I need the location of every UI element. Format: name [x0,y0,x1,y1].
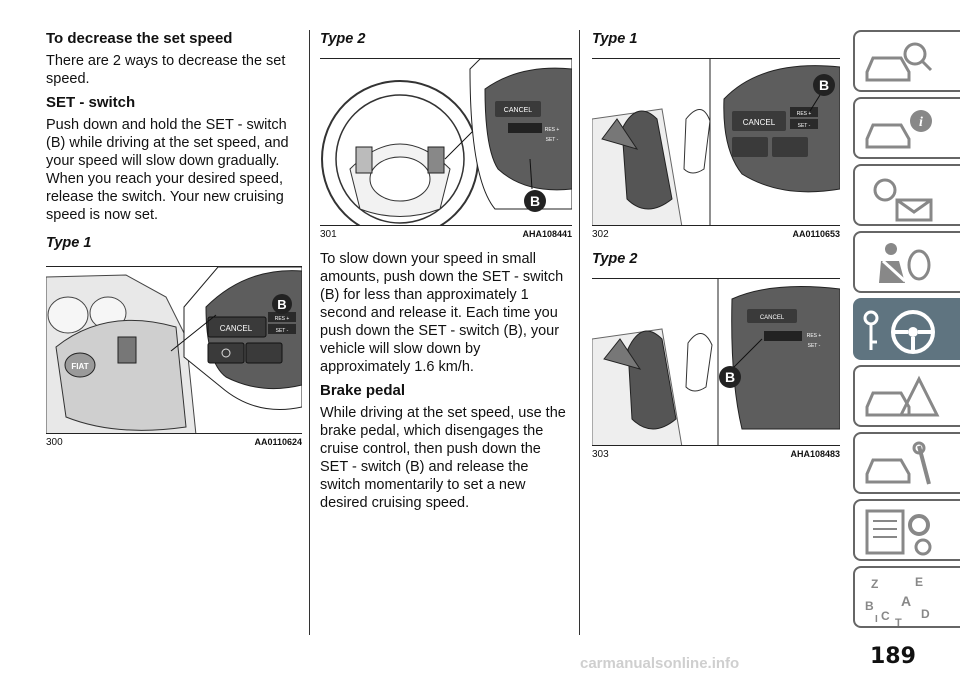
figure-300: FIAT CANCEL RES + SET - B [46,266,302,434]
column-divider-1 [309,30,310,635]
steering-wheel-illustration: CANCEL RES + SET - B [321,59,572,225]
res-label: RES + [545,127,560,133]
car-breakdown-warning-icon [865,375,940,417]
tab-warning-lights[interactable] [853,164,960,226]
brake-pedal-text: While driving at the set speed, use the … [320,405,566,511]
switch-lever-illustration: CANCEL RES + SET - B [592,279,840,445]
dashboard-illustration: FIAT CANCEL RES + SET - B [46,267,302,433]
badge-b: B [277,297,286,312]
subheading-set-switch: SET - switch [46,94,136,111]
car-info-icon: i [865,110,932,149]
type2-label: Type 2 [592,251,638,267]
svg-text:T: T [895,617,902,626]
section-heading: To decrease the set speed [46,30,233,47]
res-label: RES + [797,111,812,117]
set-label: SET - [546,137,559,143]
watermark: carmanualsonline.info [580,655,740,672]
svg-text:Z: Z [871,577,878,591]
svg-text:A: A [901,593,911,609]
cancel-label: CANCEL [743,118,776,127]
seatbelt-airbag-icon [879,243,931,283]
tab-safety[interactable] [853,231,960,293]
badge-b: B [819,77,829,93]
tab-index[interactable]: Z E A B C D T I [853,566,960,628]
set-label: SET - [798,123,811,129]
type2-label: Type 2 [320,31,366,47]
figure-303: CANCEL RES + SET - B [592,278,840,446]
svg-text:I: I [875,614,878,625]
type1-label: Type 1 [46,235,92,251]
warning-light-message-icon [873,178,933,222]
svg-text:E: E [915,575,923,589]
res-label: RES + [807,333,822,339]
svg-text:i: i [919,115,923,130]
type1-label: Type 1 [592,31,638,47]
page-number: 189 [870,644,916,669]
figure-301: CANCEL RES + SET - B [320,58,572,226]
set-switch-text: Push down and hold the SET - switch (B) … [46,117,289,223]
tab-emergency[interactable] [853,365,960,427]
column-1: To decrease the set speed There are 2 wa… [46,30,302,458]
tab-maintenance[interactable] [853,432,960,494]
small-decrease-text: To slow down your speed in small amounts… [320,251,564,375]
tab-starting-driving[interactable] [853,298,960,360]
intro-text: There are 2 ways to decrease the set spe… [46,53,286,87]
cancel-label: CANCEL [504,107,533,114]
column-divider-2 [579,30,580,635]
svg-text:D: D [921,607,930,621]
tab-technical-data[interactable] [853,499,960,561]
set-label: SET - [276,328,289,334]
cancel-label: CANCEL [220,324,253,333]
column-3: Type 1 CANCEL RES + SET - B 302 AA011065… [592,30,840,470]
switch-lever-illustration: CANCEL RES + SET - B [592,59,840,225]
figure-302: CANCEL RES + SET - B [592,58,840,226]
car-search-icon [865,42,933,82]
column-2: Type 2 CANCEL RES + SET - B 301 AHA10844… [320,30,572,518]
car-maintenance-icon [865,441,931,485]
figure-303-caption: 303 AHA108483 [592,449,840,460]
figure-302-caption: 302 AA0110653 [592,229,840,240]
alphabetical-index-icon: Z E A B C D T I [865,575,930,626]
svg-text:B: B [865,599,874,613]
svg-text:C: C [881,609,890,623]
subheading-brake-pedal: Brake pedal [320,382,406,399]
fiat-logo: FIAT [71,362,88,371]
figure-301-caption: 301 AHA108441 [320,229,572,240]
cancel-label: CANCEL [760,315,785,321]
badge-b: B [725,369,735,385]
figure-300-caption: 300 AA0110624 [46,437,302,448]
res-label: RES + [275,316,290,322]
key-steering-wheel-icon [863,310,935,354]
set-label: SET - [808,343,821,349]
tab-car-info[interactable]: i [853,97,960,159]
technical-data-icon [865,509,932,556]
tab-car-search[interactable] [853,30,960,92]
badge-b: B [530,193,540,209]
